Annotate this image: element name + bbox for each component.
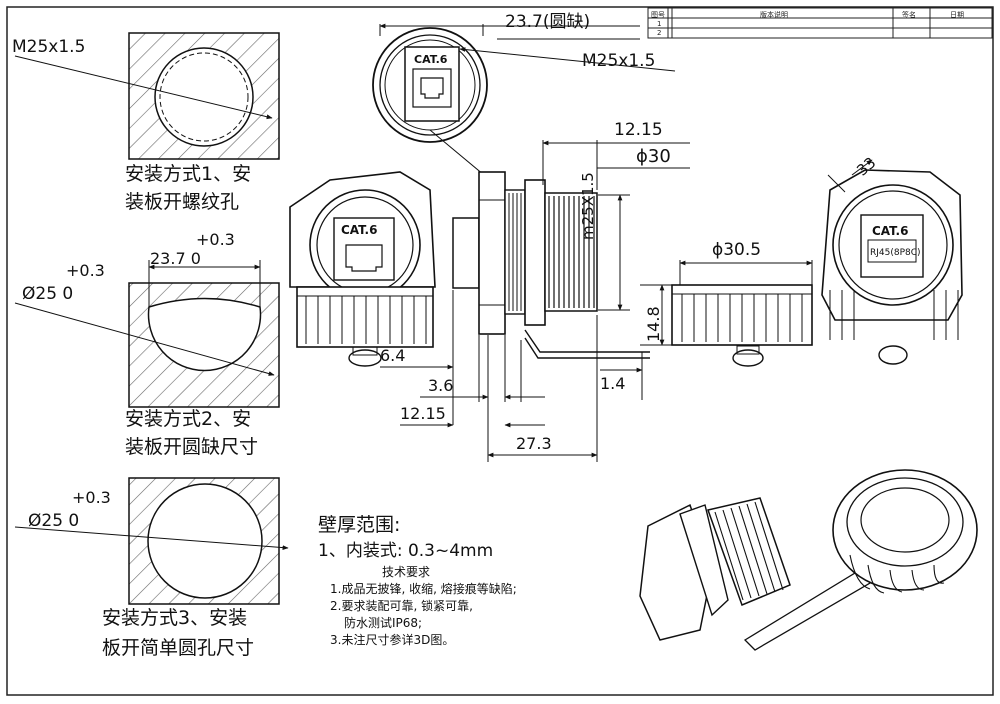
notes-heading: 壁厚范围: (318, 514, 401, 536)
front-thread-label: M25x1.5 (582, 51, 656, 71)
notes-line1: 1、内装式: 0.3~4mm (318, 541, 494, 561)
dim-148: 14.8 (644, 306, 663, 342)
title-block-col3: 签名 (902, 11, 916, 19)
side-view (380, 140, 690, 462)
notes-req3: 3.未注尺寸参详3D图。 (330, 633, 455, 647)
notes-req1: 1.成品无披锋, 收缩, 熔接痕等缺陷; (330, 582, 517, 596)
title-block-col2: 版本说明 (760, 11, 788, 19)
method2-diagram (14, 260, 280, 408)
method1-caption-line1: 安装方式1、安 (125, 163, 252, 185)
method3-diagram (14, 477, 289, 605)
method1-caption-line2: 装板开螺纹孔 (125, 191, 240, 213)
right-badge: CAT.6 (872, 224, 909, 238)
front-view (372, 23, 676, 206)
thread-vertical: m25X1.5 (579, 172, 597, 240)
method2-width-label: 23.7 0 (150, 249, 201, 268)
dim-273: 27.3 (516, 434, 552, 453)
dia-30: ϕ30 (636, 146, 671, 167)
method2-tol-b: +0.3 (66, 261, 105, 280)
sheet-border (6, 6, 994, 696)
method2-dia-label: Ø25 0 (22, 284, 74, 304)
method3-dia-label: Ø25 0 (28, 511, 80, 531)
dim-1215-top: 12.15 (614, 120, 663, 140)
dim-14: 1.4 (600, 374, 626, 393)
notes-block: 壁厚范围: 1、内装式: 0.3~4mm 技术要求 1.成品无披锋, 收缩, 熔… (318, 512, 517, 649)
dim-64: 6.4 (380, 346, 406, 365)
title-block-col1: 图号 (651, 11, 665, 19)
method1-thread-label: M25x1.5 (12, 37, 86, 57)
method1-leader (14, 55, 273, 120)
method2-caption-line1: 安装方式2、安 (125, 408, 252, 430)
method3-caption-line1: 安装方式3、安装 (102, 607, 248, 629)
title-block-col4: 日期 (950, 11, 964, 19)
dim-36: 3.6 (428, 376, 454, 395)
method3-caption-line2: 板开简单圆孔尺寸 (102, 637, 255, 659)
dia-305: ϕ30.5 (712, 240, 762, 260)
title-block-row3: 2 (657, 29, 662, 37)
dim-1215-bottom: 12.15 (400, 404, 446, 423)
right-rj45: RJ45(8P8C) (870, 248, 921, 258)
front-badge: CAT.6 (414, 53, 448, 66)
notes-req2a: 2.要求装配可靠, 锁紧可靠, (330, 599, 473, 613)
isometric-view (639, 469, 978, 651)
left-badge: CAT.6 (341, 223, 378, 237)
notes-req2b: 防水测试IP68; (344, 616, 423, 630)
title-block (647, 7, 993, 39)
method1-diagram (14, 32, 280, 160)
cap-side-view (600, 260, 813, 400)
notes-tech-title: 技术要求 (382, 565, 431, 579)
method2-tol-a: +0.3 (196, 230, 235, 249)
right-view (821, 159, 963, 365)
front-flat-label: 23.7(圆缺) (505, 12, 591, 32)
method2-caption-line2: 装板开圆缺尺寸 (125, 436, 259, 458)
method3-tol: +0.3 (72, 488, 111, 507)
title-block-row2: 1 (657, 20, 662, 28)
left-view (289, 171, 436, 367)
